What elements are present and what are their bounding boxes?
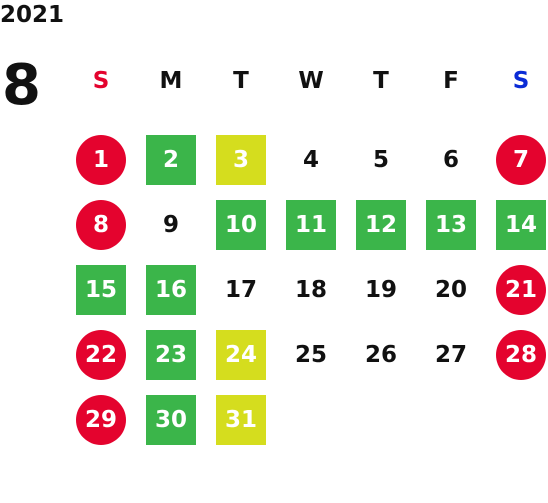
day-cell[interactable]: 11	[276, 192, 346, 257]
day-number: 24	[216, 329, 266, 380]
day-number: 30	[146, 394, 196, 445]
day-cell[interactable]: 15	[66, 257, 136, 322]
day-cell[interactable]: 31	[206, 387, 276, 452]
day-number: 23	[146, 329, 196, 380]
day-cell[interactable]: 22	[66, 322, 136, 387]
day-number: 19	[364, 276, 397, 303]
day-cell[interactable]: 17	[206, 257, 276, 322]
day-number: 9	[162, 211, 179, 238]
day-number: 25	[294, 341, 327, 368]
day-cell[interactable]: 27	[416, 322, 486, 387]
year-label: 2021	[0, 2, 65, 28]
day-cell[interactable]: 8	[66, 192, 136, 257]
day-number: 11	[286, 199, 336, 250]
day-cell[interactable]: 1	[66, 127, 136, 192]
weekday-header: F	[443, 68, 459, 94]
day-cell[interactable]: 6	[416, 127, 486, 192]
day-number: 1	[76, 134, 126, 185]
day-cell[interactable]: 24	[206, 322, 276, 387]
weekday-header: M	[159, 68, 183, 94]
day-cell[interactable]: 19	[346, 257, 416, 322]
day-cell[interactable]: 16	[136, 257, 206, 322]
day-cell[interactable]: 13	[416, 192, 486, 257]
day-cell[interactable]: 7	[486, 127, 548, 192]
day-cell[interactable]: 12	[346, 192, 416, 257]
day-cell[interactable]: 20	[416, 257, 486, 322]
weekday-header: W	[298, 68, 324, 94]
day-cell[interactable]: 25	[276, 322, 346, 387]
day-cell[interactable]: 18	[276, 257, 346, 322]
day-number: 15	[76, 264, 126, 315]
day-number: 5	[372, 146, 389, 173]
day-number: 2	[146, 134, 196, 185]
day-cell[interactable]: 5	[346, 127, 416, 192]
day-number: 10	[216, 199, 266, 250]
day-number: 16	[146, 264, 196, 315]
day-number: 18	[294, 276, 327, 303]
day-cell[interactable]: 3	[206, 127, 276, 192]
day-number: 21	[496, 264, 546, 315]
day-cell[interactable]: 28	[486, 322, 548, 387]
day-cell[interactable]: 14	[486, 192, 548, 257]
day-number: 7	[496, 134, 546, 185]
day-cell[interactable]: 21	[486, 257, 548, 322]
day-number: 14	[496, 199, 546, 250]
day-number: 26	[364, 341, 397, 368]
day-number: 17	[224, 276, 257, 303]
day-number: 6	[442, 146, 459, 173]
day-cell[interactable]: 30	[136, 387, 206, 452]
day-cell[interactable]: 10	[206, 192, 276, 257]
day-number: 12	[356, 199, 406, 250]
weekday-header: S	[512, 68, 530, 94]
day-number: 4	[302, 146, 319, 173]
day-number: 20	[434, 276, 467, 303]
day-number: 3	[216, 134, 266, 185]
day-cell[interactable]: 23	[136, 322, 206, 387]
day-number: 27	[434, 341, 467, 368]
month-number: 8	[2, 53, 41, 118]
day-number: 31	[216, 394, 266, 445]
weekday-header: T	[373, 68, 389, 94]
day-number: 13	[426, 199, 476, 250]
day-number: 8	[76, 199, 126, 250]
day-number: 29	[76, 394, 126, 445]
day-cell[interactable]: 26	[346, 322, 416, 387]
day-number: 22	[76, 329, 126, 380]
weekday-header: T	[233, 68, 249, 94]
day-cell[interactable]: 9	[136, 192, 206, 257]
day-cell[interactable]: 29	[66, 387, 136, 452]
weekday-header: S	[92, 68, 110, 94]
day-cell[interactable]: 4	[276, 127, 346, 192]
day-number: 28	[496, 329, 546, 380]
day-cell[interactable]: 2	[136, 127, 206, 192]
